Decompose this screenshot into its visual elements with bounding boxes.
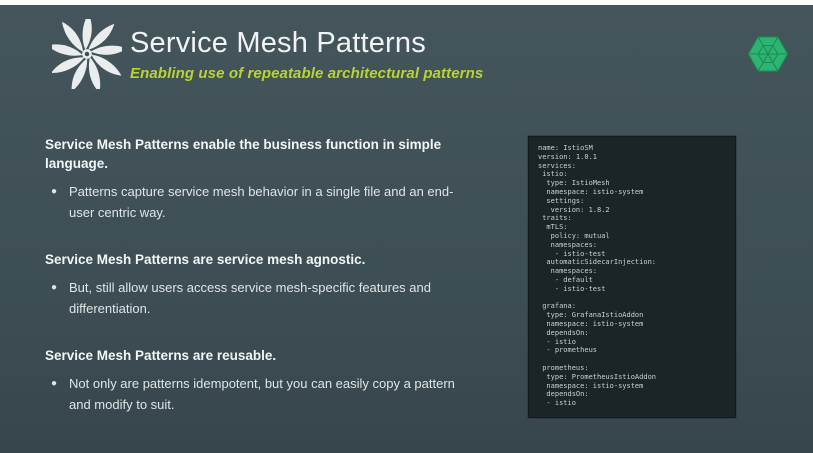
layer5-logo-icon [747,36,789,72]
bullet-text: Patterns capture service mesh behavior i… [69,184,454,220]
section-simple-language: Service Mesh Patterns enable the busines… [45,135,515,223]
bullet-text: But, still allow users access service me… [69,280,431,316]
list-item: ● Patterns capture service mesh behavior… [51,181,461,223]
title-block: Service Mesh Patterns Enabling use of re… [130,27,483,82]
bullet-icon: ● [51,378,58,389]
content-area: Service Mesh Patterns enable the busines… [45,135,515,442]
section-reusable: Service Mesh Patterns are reusable. ● No… [45,346,515,415]
section-heading: Service Mesh Patterns are reusable. [45,348,277,363]
page-title: Service Mesh Patterns [130,27,426,59]
yaml-code-panel: name: IstioSM version: 1.0.1 services: i… [528,136,736,418]
bullet-list: ● Patterns capture service mesh behavior… [45,181,515,223]
bullet-text: Not only are patterns idempotent, but yo… [69,376,455,412]
slide: Service Mesh Patterns Enabling use of re… [0,5,813,453]
page-subtitle: Enabling use of repeatable architectural… [130,65,484,82]
bullet-list: ● Not only are patterns idempotent, but … [45,373,515,415]
bullet-icon: ● [51,186,58,197]
list-item: ● But, still allow users access service … [51,277,461,319]
bullet-list: ● But, still allow users access service … [45,277,515,319]
swirl-logo-icon [52,19,122,89]
list-item: ● Not only are patterns idempotent, but … [51,373,461,415]
section-mesh-agnostic: Service Mesh Patterns are service mesh a… [45,250,515,319]
section-heading: Service Mesh Patterns are service mesh a… [45,252,366,267]
bullet-icon: ● [51,282,58,293]
yaml-code-text: name: IstioSM version: 1.0.1 services: i… [538,144,657,408]
section-heading: Service Mesh Patterns enable the busines… [45,137,442,171]
